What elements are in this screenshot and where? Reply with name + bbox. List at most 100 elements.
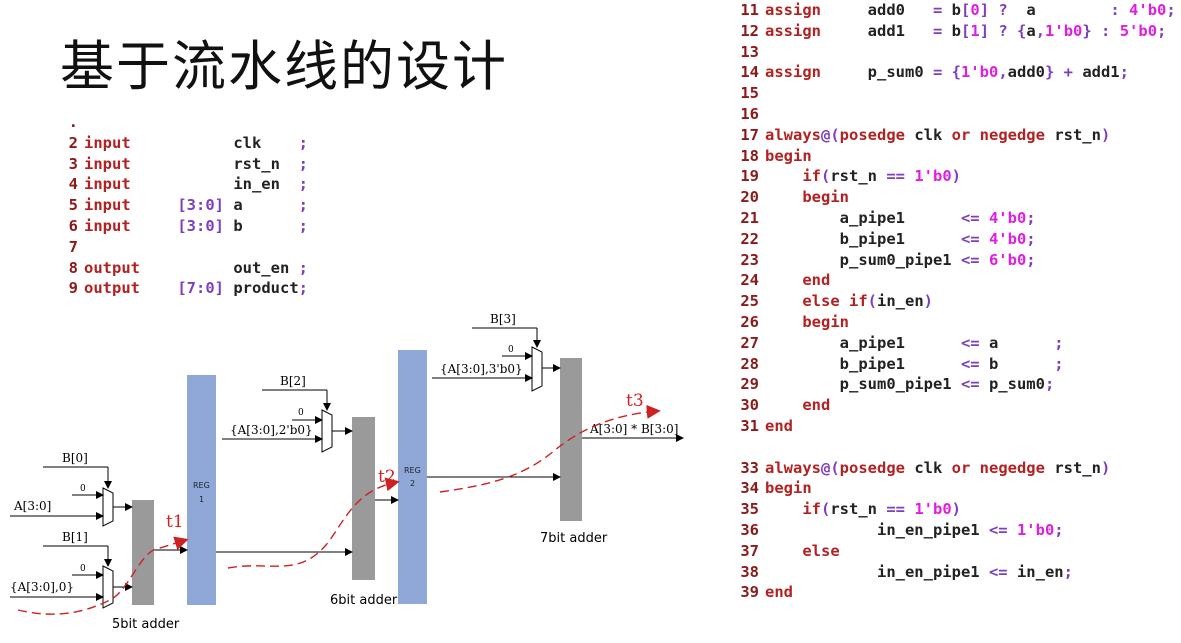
- mux-b2: [321, 409, 333, 453]
- mux-b3: [531, 346, 543, 392]
- code-token: (: [821, 167, 831, 186]
- line-number: 7: [68, 237, 78, 256]
- line-number: 39: [740, 583, 759, 602]
- code-token: <=: [988, 562, 1017, 581]
- code-token: @(: [821, 125, 840, 144]
- right_code-line: 13: [727, 42, 1176, 63]
- code-token: ;: [1026, 208, 1036, 227]
- code-token: rst_n: [233, 154, 299, 173]
- label-zero-1: 0: [80, 484, 86, 494]
- timing-path-2: [227, 477, 400, 569]
- code-token: a: [1026, 21, 1036, 40]
- code-token: output: [84, 258, 234, 277]
- line-number: 14: [740, 63, 759, 82]
- line-number: 18: [740, 146, 759, 165]
- code-token: or negedge: [951, 458, 1055, 477]
- line-number: 17: [740, 125, 759, 144]
- code-token: [: [961, 21, 971, 40]
- code-token: 1'b0: [914, 500, 952, 519]
- right_code-line: 19 if(rst_n == 1'b0): [727, 166, 1176, 187]
- line-number: 12: [740, 21, 759, 40]
- right_code-line: 28 b_pipe1 <= b ;: [727, 354, 1176, 375]
- right_code-line: 37 else: [727, 541, 1176, 562]
- right_code-line: 36 in_en_pipe1 <= 1'b0;: [727, 520, 1176, 541]
- right_code-line: 16: [727, 104, 1176, 125]
- line-number: 6: [68, 216, 78, 235]
- line-number: 37: [740, 541, 759, 560]
- code-token: ): [951, 167, 962, 186]
- code-token: ] ? {: [979, 21, 1027, 40]
- line-number: 27: [740, 333, 759, 352]
- code-token: @(: [821, 458, 840, 477]
- code-token: [3:0]: [177, 196, 224, 215]
- line-number: 21: [740, 208, 759, 227]
- label-a30-2b0: {A[3:0],2'b0}: [230, 423, 313, 437]
- line-number: 16: [740, 104, 759, 123]
- code-token: ): [1100, 125, 1111, 144]
- line-number: 35: [740, 500, 759, 519]
- code-token: assign: [765, 21, 868, 40]
- label-a30-3b0: {A[3:0],3'b0}: [440, 362, 523, 376]
- reg2-label: REG: [404, 466, 421, 475]
- code-token: <=: [960, 333, 989, 352]
- reg1-number: 1: [199, 495, 204, 504]
- code-token: ): [951, 500, 962, 519]
- code-token: 4'b0: [988, 208, 1027, 227]
- reg1-label: REG: [193, 481, 210, 490]
- code-token: end: [765, 416, 793, 435]
- code-token: ;: [1044, 375, 1055, 394]
- code-token: input: [84, 154, 234, 173]
- code-token: ;: [298, 196, 308, 215]
- code-token: a: [1026, 1, 1111, 19]
- line-number: 22: [740, 229, 759, 248]
- code-token: 1: [970, 21, 980, 40]
- code-token: [: [961, 1, 971, 19]
- line-number: 34: [740, 479, 759, 498]
- code-token: always: [765, 458, 821, 477]
- code-token: ;: [298, 258, 308, 277]
- code-token: rst_n: [830, 167, 887, 186]
- code-token: <=: [960, 375, 989, 394]
- line-number: 13: [740, 42, 759, 61]
- line-number: 33: [740, 458, 759, 477]
- code-token: 1'b0: [960, 63, 999, 82]
- page-title: 基于流水线的设计: [60, 35, 508, 98]
- code-token: [765, 500, 802, 518]
- code-token: 5'b0: [1119, 21, 1158, 40]
- right_code-line: 20 begin: [727, 187, 1176, 208]
- right_code-line: 30 end: [727, 395, 1176, 416]
- line-number: 23: [740, 250, 759, 269]
- right_code-line: 22 b_pipe1 <= 4'b0;: [727, 229, 1176, 250]
- code-token: ==: [886, 167, 915, 186]
- code-token: else: [802, 541, 840, 560]
- code-token: if: [802, 167, 821, 186]
- code-token: <=: [960, 250, 989, 269]
- code-token: <=: [960, 229, 989, 248]
- code-token: in_en: [877, 292, 924, 311]
- code-token: if: [802, 500, 821, 519]
- code-token: ] ?: [979, 1, 1027, 19]
- code-token: [765, 313, 802, 331]
- label-adder5: 5bit adder: [112, 617, 180, 632]
- code-token: clk: [914, 458, 952, 477]
- line-number: 2: [68, 133, 78, 152]
- code-token: 1'b0: [1016, 520, 1055, 539]
- right_code-line: 24 end: [727, 270, 1176, 291]
- code-token: begin: [765, 479, 812, 498]
- code-token: [765, 396, 802, 414]
- code-token: begin: [802, 312, 849, 331]
- code-token: ,: [998, 63, 1008, 82]
- code-token: add1: [867, 21, 933, 40]
- code-token: (: [867, 292, 877, 311]
- code-token: a: [988, 333, 1055, 352]
- code-token: in_en: [233, 175, 299, 194]
- label-b2: B[2]: [280, 374, 306, 388]
- label-b0: B[0]: [62, 451, 88, 465]
